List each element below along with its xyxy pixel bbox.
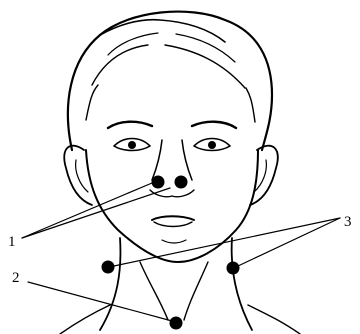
eyes [114, 139, 230, 151]
point-2-throat [170, 317, 183, 330]
label-1: 1 [8, 234, 16, 250]
eyebrows [108, 122, 236, 128]
leader-3a [114, 218, 340, 266]
leader-3b [238, 218, 340, 266]
left-pupil [128, 141, 136, 149]
point-1-left-nostril [152, 176, 165, 189]
marked-points [102, 176, 240, 330]
label-3: 3 [344, 214, 352, 230]
point-1-right-nostril [175, 176, 188, 189]
right-pupil [208, 141, 216, 149]
leader-lines [22, 183, 340, 321]
mouth [152, 216, 194, 243]
head-outline [68, 12, 272, 150]
leader-2 [28, 282, 172, 321]
point-3-left-neck [102, 261, 115, 274]
label-2: 2 [12, 270, 20, 286]
point-3-right-neck [227, 262, 240, 275]
